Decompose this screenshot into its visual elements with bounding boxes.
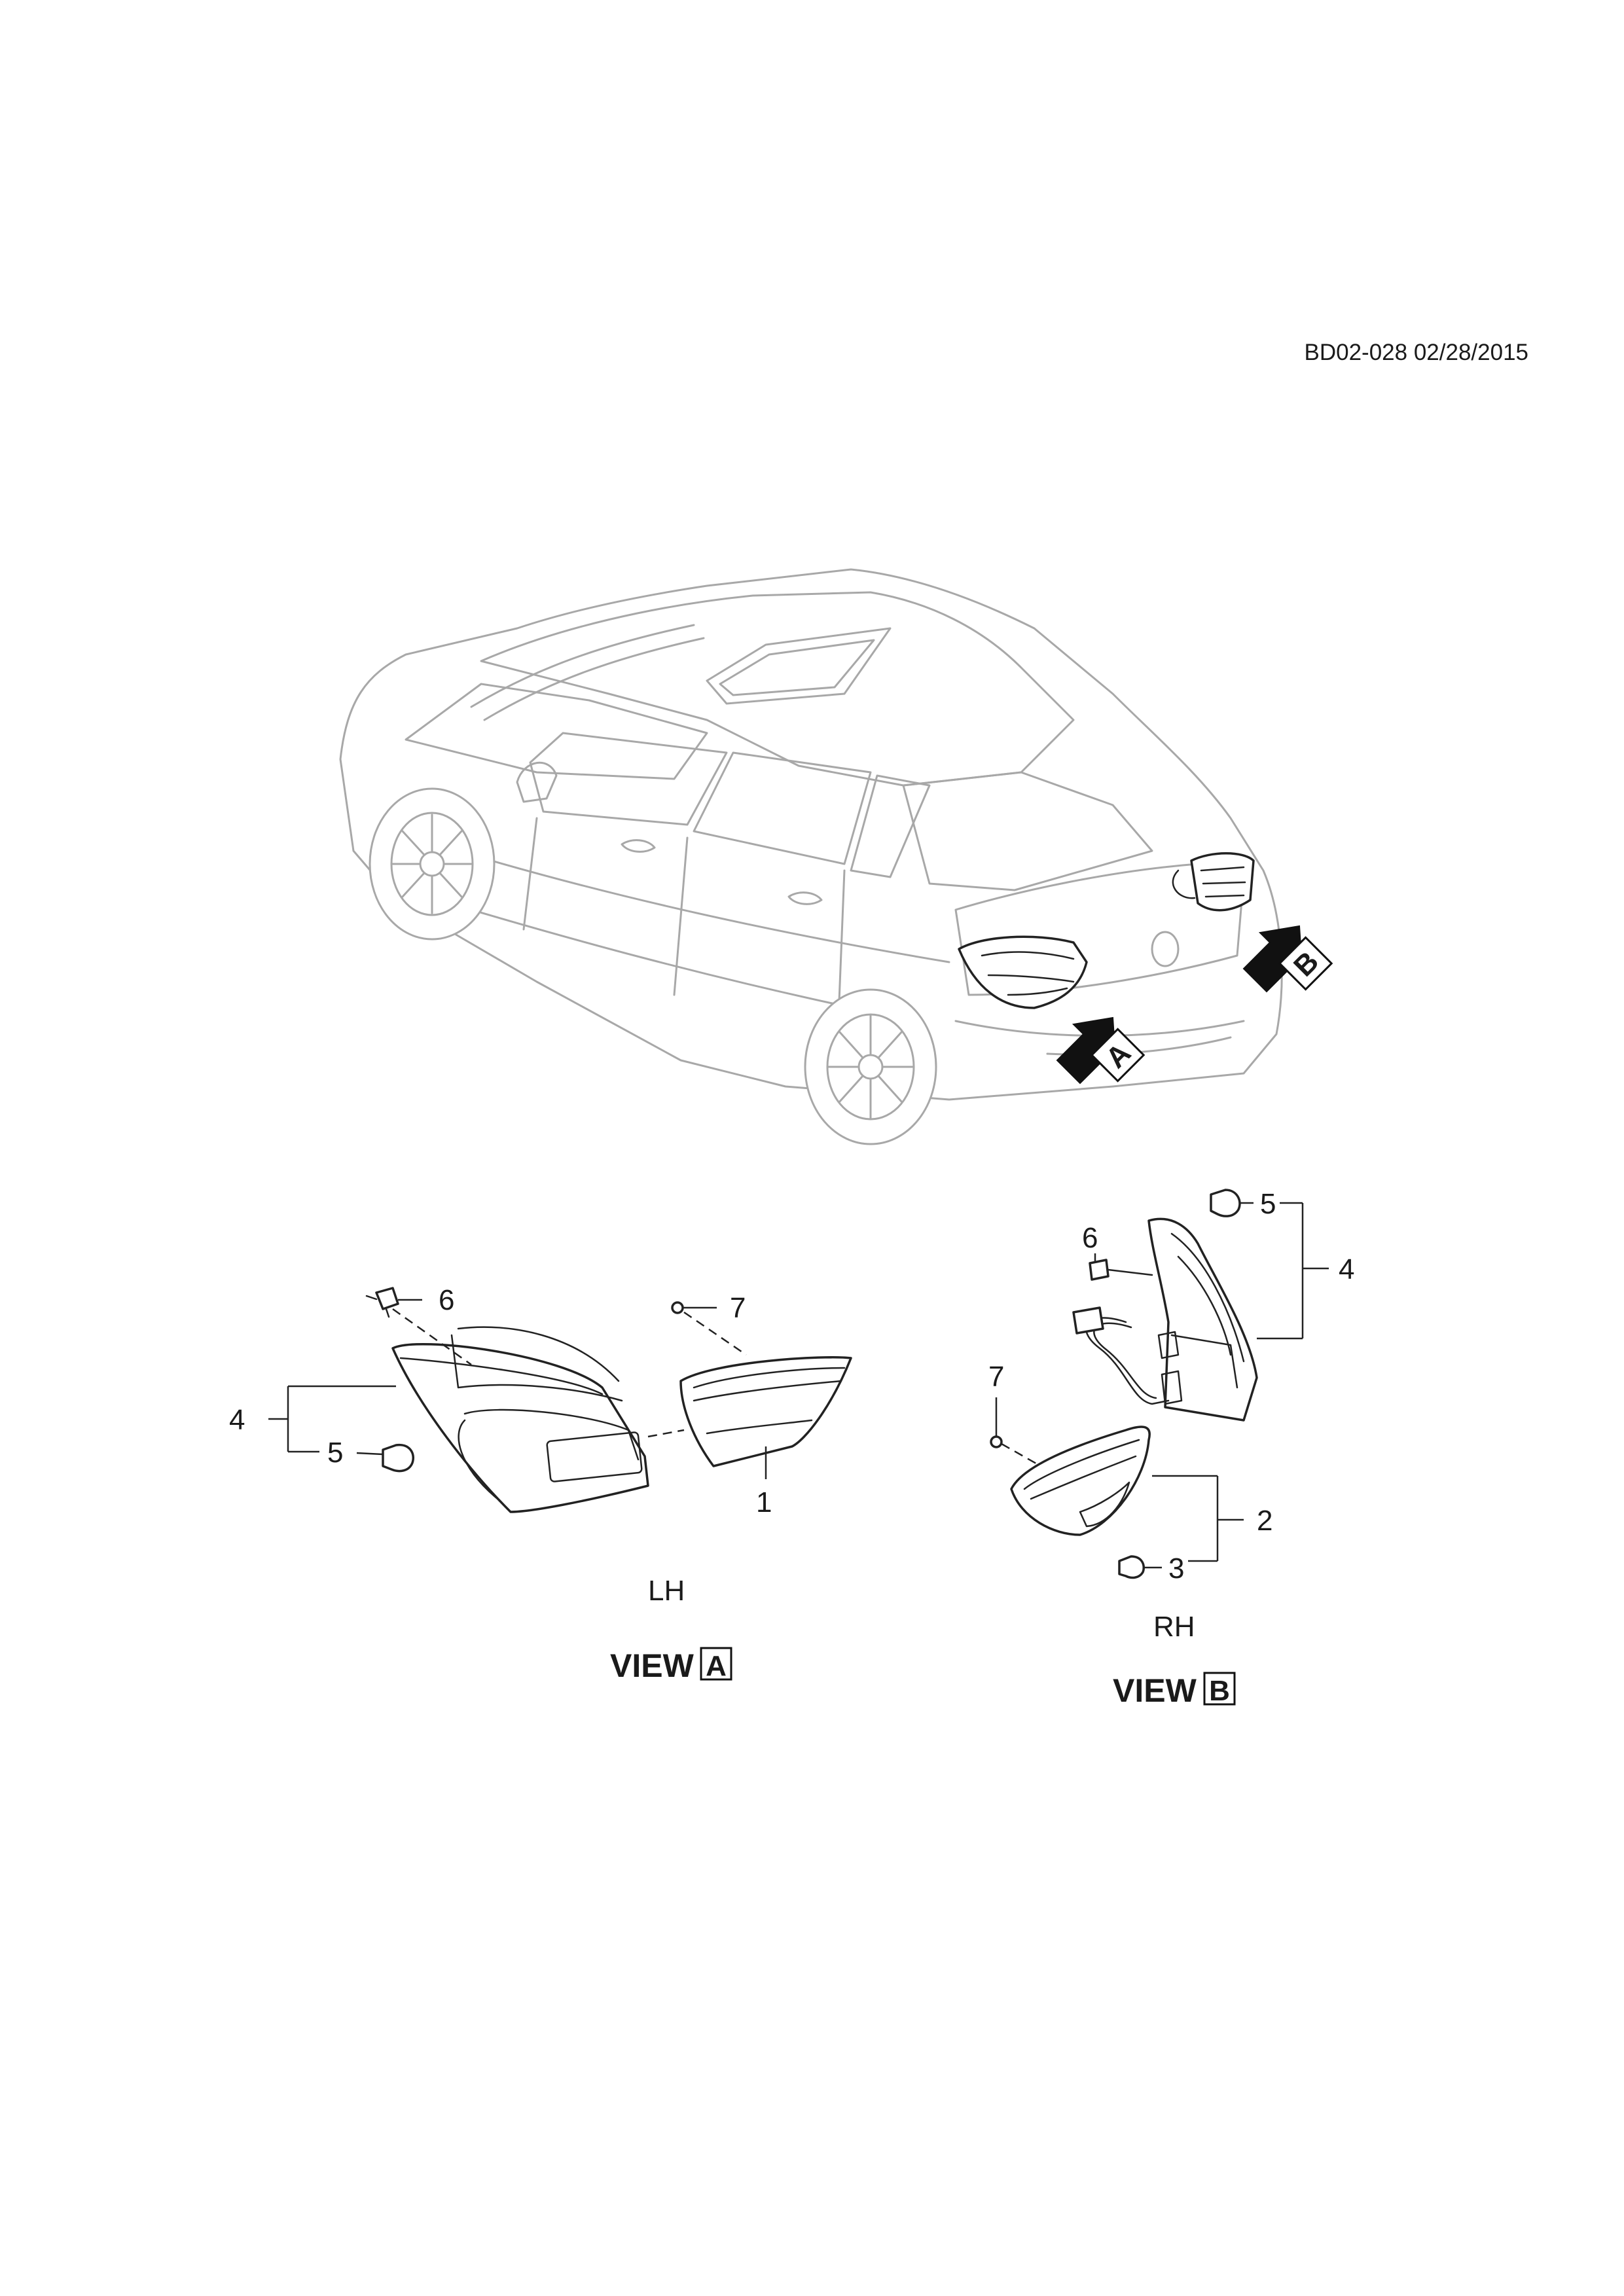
view-a-title: VIEW [610,1647,695,1684]
view-b-side: RH [1153,1611,1195,1643]
callout-rh-6: 6 [1082,1222,1098,1254]
callout-rh-3: 3 [1168,1552,1184,1585]
callout-lh-1: 1 [756,1486,772,1518]
inner-lamp-rh [1010,1426,1151,1536]
view-b-tag: B [1209,1675,1230,1707]
arrow-tag-b-box [1278,936,1333,991]
view-arrow-b: B [1242,925,1333,993]
view-a-assembly [365,1287,852,1513]
view-b-tag-box [1203,1672,1236,1706]
view-b-callouts: 6 5 4 7 2 3 RH VIEW B [988,1188,1354,1709]
callout-lh-6: 6 [439,1284,454,1316]
callout-rh-4: 4 [1339,1253,1354,1285]
view-b-assembly [990,1189,1258,1579]
outer-lamp-lh [391,1342,649,1513]
view-a-callouts: 6 7 4 5 1 LH VIEW A [229,1284,772,1684]
callout-lh-5: 5 [327,1437,343,1469]
callout-lh-4: 4 [229,1404,245,1436]
callout-rh-2: 2 [1257,1505,1272,1537]
view-a-tag: A [706,1650,727,1682]
arrow-tag-a-box [1090,1028,1146,1083]
callout-rh-5: 5 [1260,1188,1276,1220]
view-a-tag-box [700,1647,732,1681]
view-a-side: LH [648,1575,685,1607]
view-b-title: VIEW [1113,1672,1197,1709]
outer-lamp-rh [1147,1217,1258,1422]
callout-rh-7: 7 [988,1361,1004,1393]
vehicle-illustration [339,568,1283,1145]
callout-lh-7: 7 [730,1292,746,1324]
document-code: BD02-028 02/28/2015 [1305,340,1529,365]
view-arrow-a: A [1056,1016,1146,1085]
